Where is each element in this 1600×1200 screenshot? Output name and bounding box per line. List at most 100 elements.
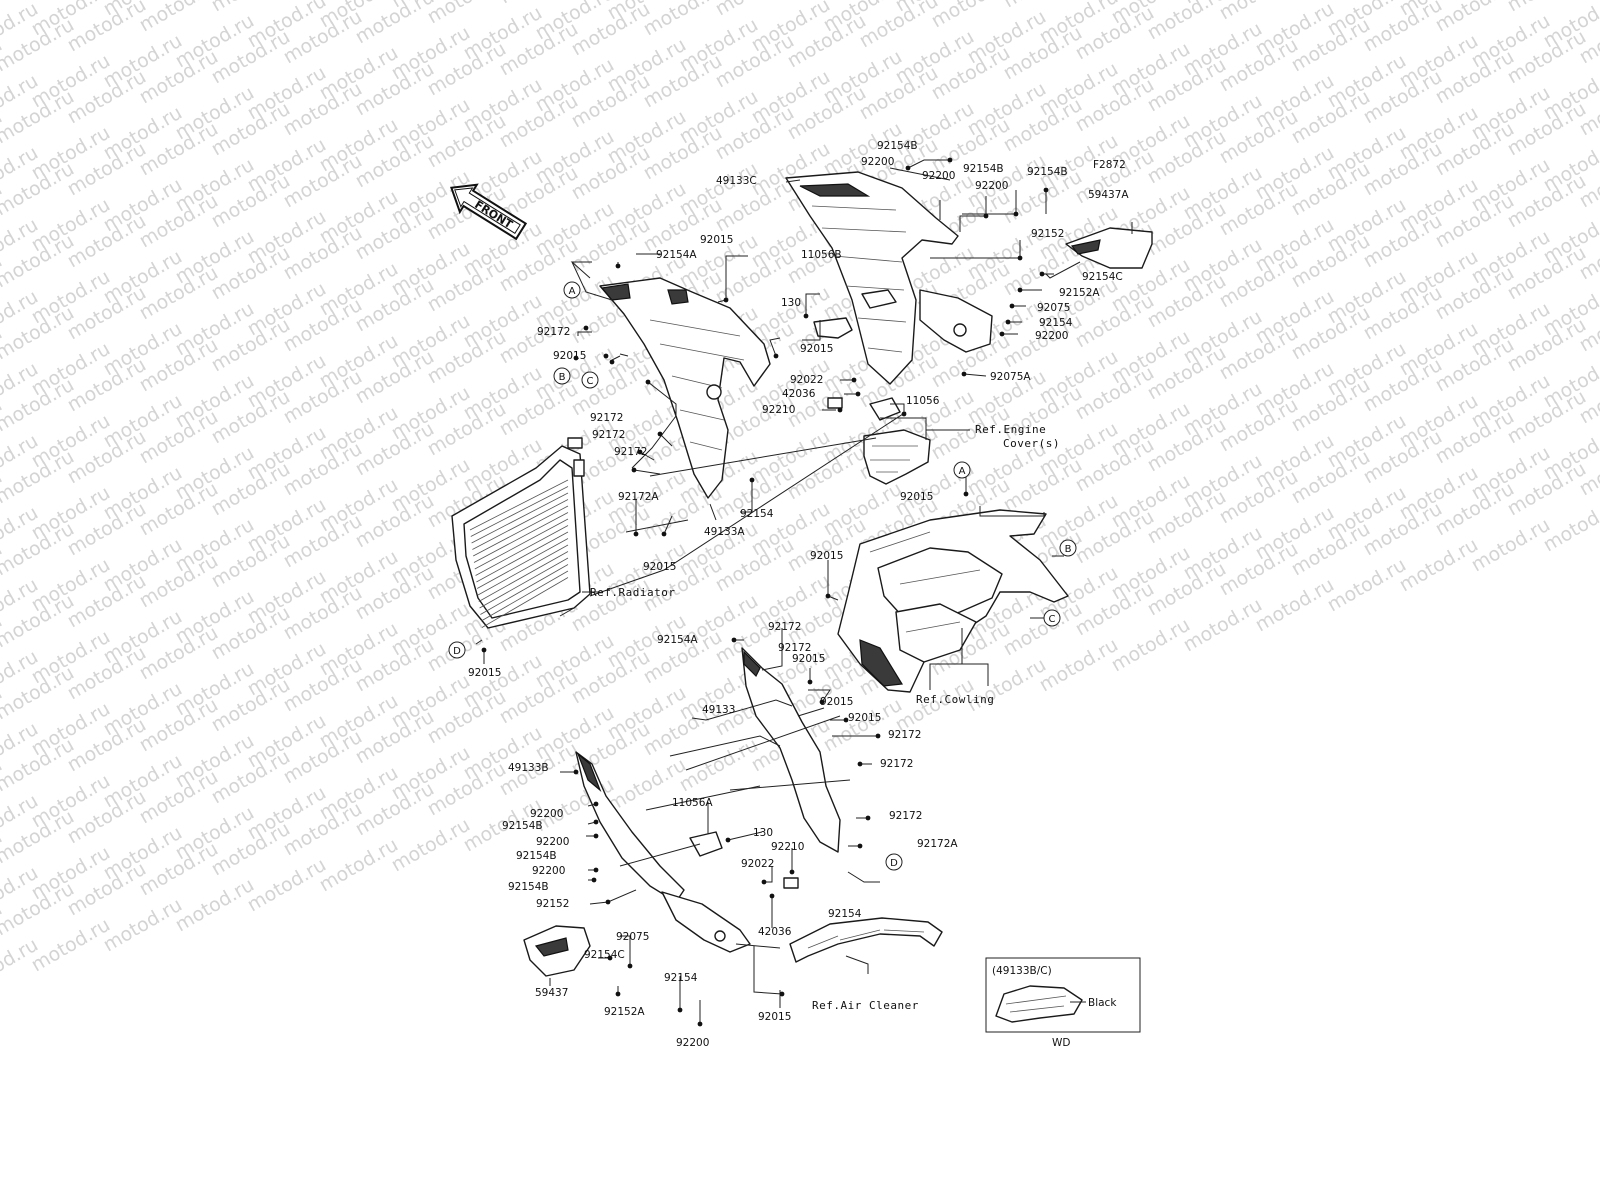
part-number: 92172 [888,729,921,741]
part-number: 92152 [536,898,569,910]
radiator-fin [481,570,569,622]
part-number: 92152A [1059,287,1100,299]
part-number: 92154B [502,820,543,832]
fastener-dot [773,353,779,359]
ref-label-engine-cover-2: Cover(s) [1003,437,1060,450]
part-number: 11056B [801,249,842,261]
circle-marker: C [1043,609,1061,627]
part-upper-mount-plate [919,289,993,353]
part-radiator-ref [451,437,591,629]
fastener-dot [983,213,989,219]
fastener-dot [573,769,579,775]
fastener-dot [803,313,809,319]
watermark-text: motod.ru [640,0,726,40]
part-number: 92154 [828,908,862,920]
part-number: 92015 [848,712,881,724]
part-number: 92200 [861,156,894,168]
fastener-dot [961,371,967,377]
fastener-dot [593,801,599,807]
fastener-dot [963,491,969,497]
radiator-fin [476,531,569,583]
fastener-dot [609,359,615,365]
part-number: 92154A [657,634,698,646]
fastener-dot [573,355,579,361]
ref-label-air-cleaner: Ref.Air Cleaner [812,999,919,1012]
watermark-text: motod.ru [244,854,330,917]
radiator-fin [477,544,569,596]
fastener-dot [789,869,795,875]
circle-marker: B [553,367,571,385]
part-number: 92154B [516,850,557,862]
fastener-dot [593,819,599,825]
circle-marker: A [953,461,971,479]
fastener-dot [1039,271,1045,277]
fastener-dot [633,531,639,537]
part-11056a-bracket [689,831,723,857]
part-number: 92075 [1037,302,1070,314]
fastener-dot [857,843,863,849]
part-number: 92015 [820,696,853,708]
fastener-dot [865,815,871,821]
part-engine-cover-ref [863,429,931,485]
watermark-text: motod.ru [1252,574,1338,637]
part-number: 92075A [990,371,1031,383]
part-number: 92015 [700,234,733,246]
watermark-text: motod.ru [1180,594,1266,657]
part-number: 92015 [810,550,843,562]
radiator-fin [479,557,569,609]
part-number: 92172 [537,326,570,338]
circle-marker: A [563,281,581,299]
part-number: 130 [781,297,801,309]
fastener-dot [875,733,881,739]
part-number: 49133A [704,526,745,538]
fastener-dot [1017,287,1023,293]
circle-marker: B [1059,539,1077,557]
fastener-dot [583,325,589,331]
fastener-dot [731,637,737,643]
part-number: 92015 [792,653,825,665]
fastener-dot [1017,255,1023,261]
inset-panel: (49133B/C) Black WD [985,957,1141,1049]
part-number: 92172 [889,810,922,822]
ref-label-radiator: Ref.Radiator [590,586,675,599]
fastener-dot [657,431,663,437]
fastener-dot [851,377,857,383]
fastener-dot [645,379,651,385]
part-49133a-inner-cover [599,277,771,499]
radiator-fin [481,577,569,628]
diagram-code: F2872 [1093,159,1126,171]
watermark-text: motod.ru [100,894,186,957]
part-number: 92172 [614,446,647,458]
radiator-fin [471,492,569,544]
part-number: 92200 [532,865,565,877]
part-number: 49133 [702,704,735,716]
radiator-fin [477,538,569,589]
fastener-dot [593,867,599,873]
fastener-dot [749,477,755,483]
part-number: 92210 [762,404,795,416]
radiator-fin [478,551,569,602]
part-number: 92015 [800,343,833,355]
fastener-dot [1013,211,1019,217]
fastener-dot [1009,303,1015,309]
part-number: 92015 [643,561,676,573]
part-number: 92015 [900,491,933,503]
part-number-labels: 92154B 92200 49133C 92200 92154B 92200 9… [468,140,1129,1049]
fastener-dot [1005,319,1011,325]
part-number: 92154A [656,249,697,261]
part-number: 92172A [917,838,958,850]
fastener-dot [769,893,775,899]
fastener-dot [855,391,861,397]
circle-marker-label: C [587,376,594,387]
fastener-dot [819,699,825,705]
part-59437-bracket [523,925,591,977]
radiator-fin [473,505,569,557]
part-number: 92154C [584,949,625,961]
part-number: 11056A [672,797,713,809]
part-59437a-bracket [1065,227,1153,269]
part-number: 42036 [758,926,792,938]
part-number: 92152 [1031,228,1064,240]
watermark-text: motod.ru [316,834,402,897]
fastener-dot [761,879,767,885]
